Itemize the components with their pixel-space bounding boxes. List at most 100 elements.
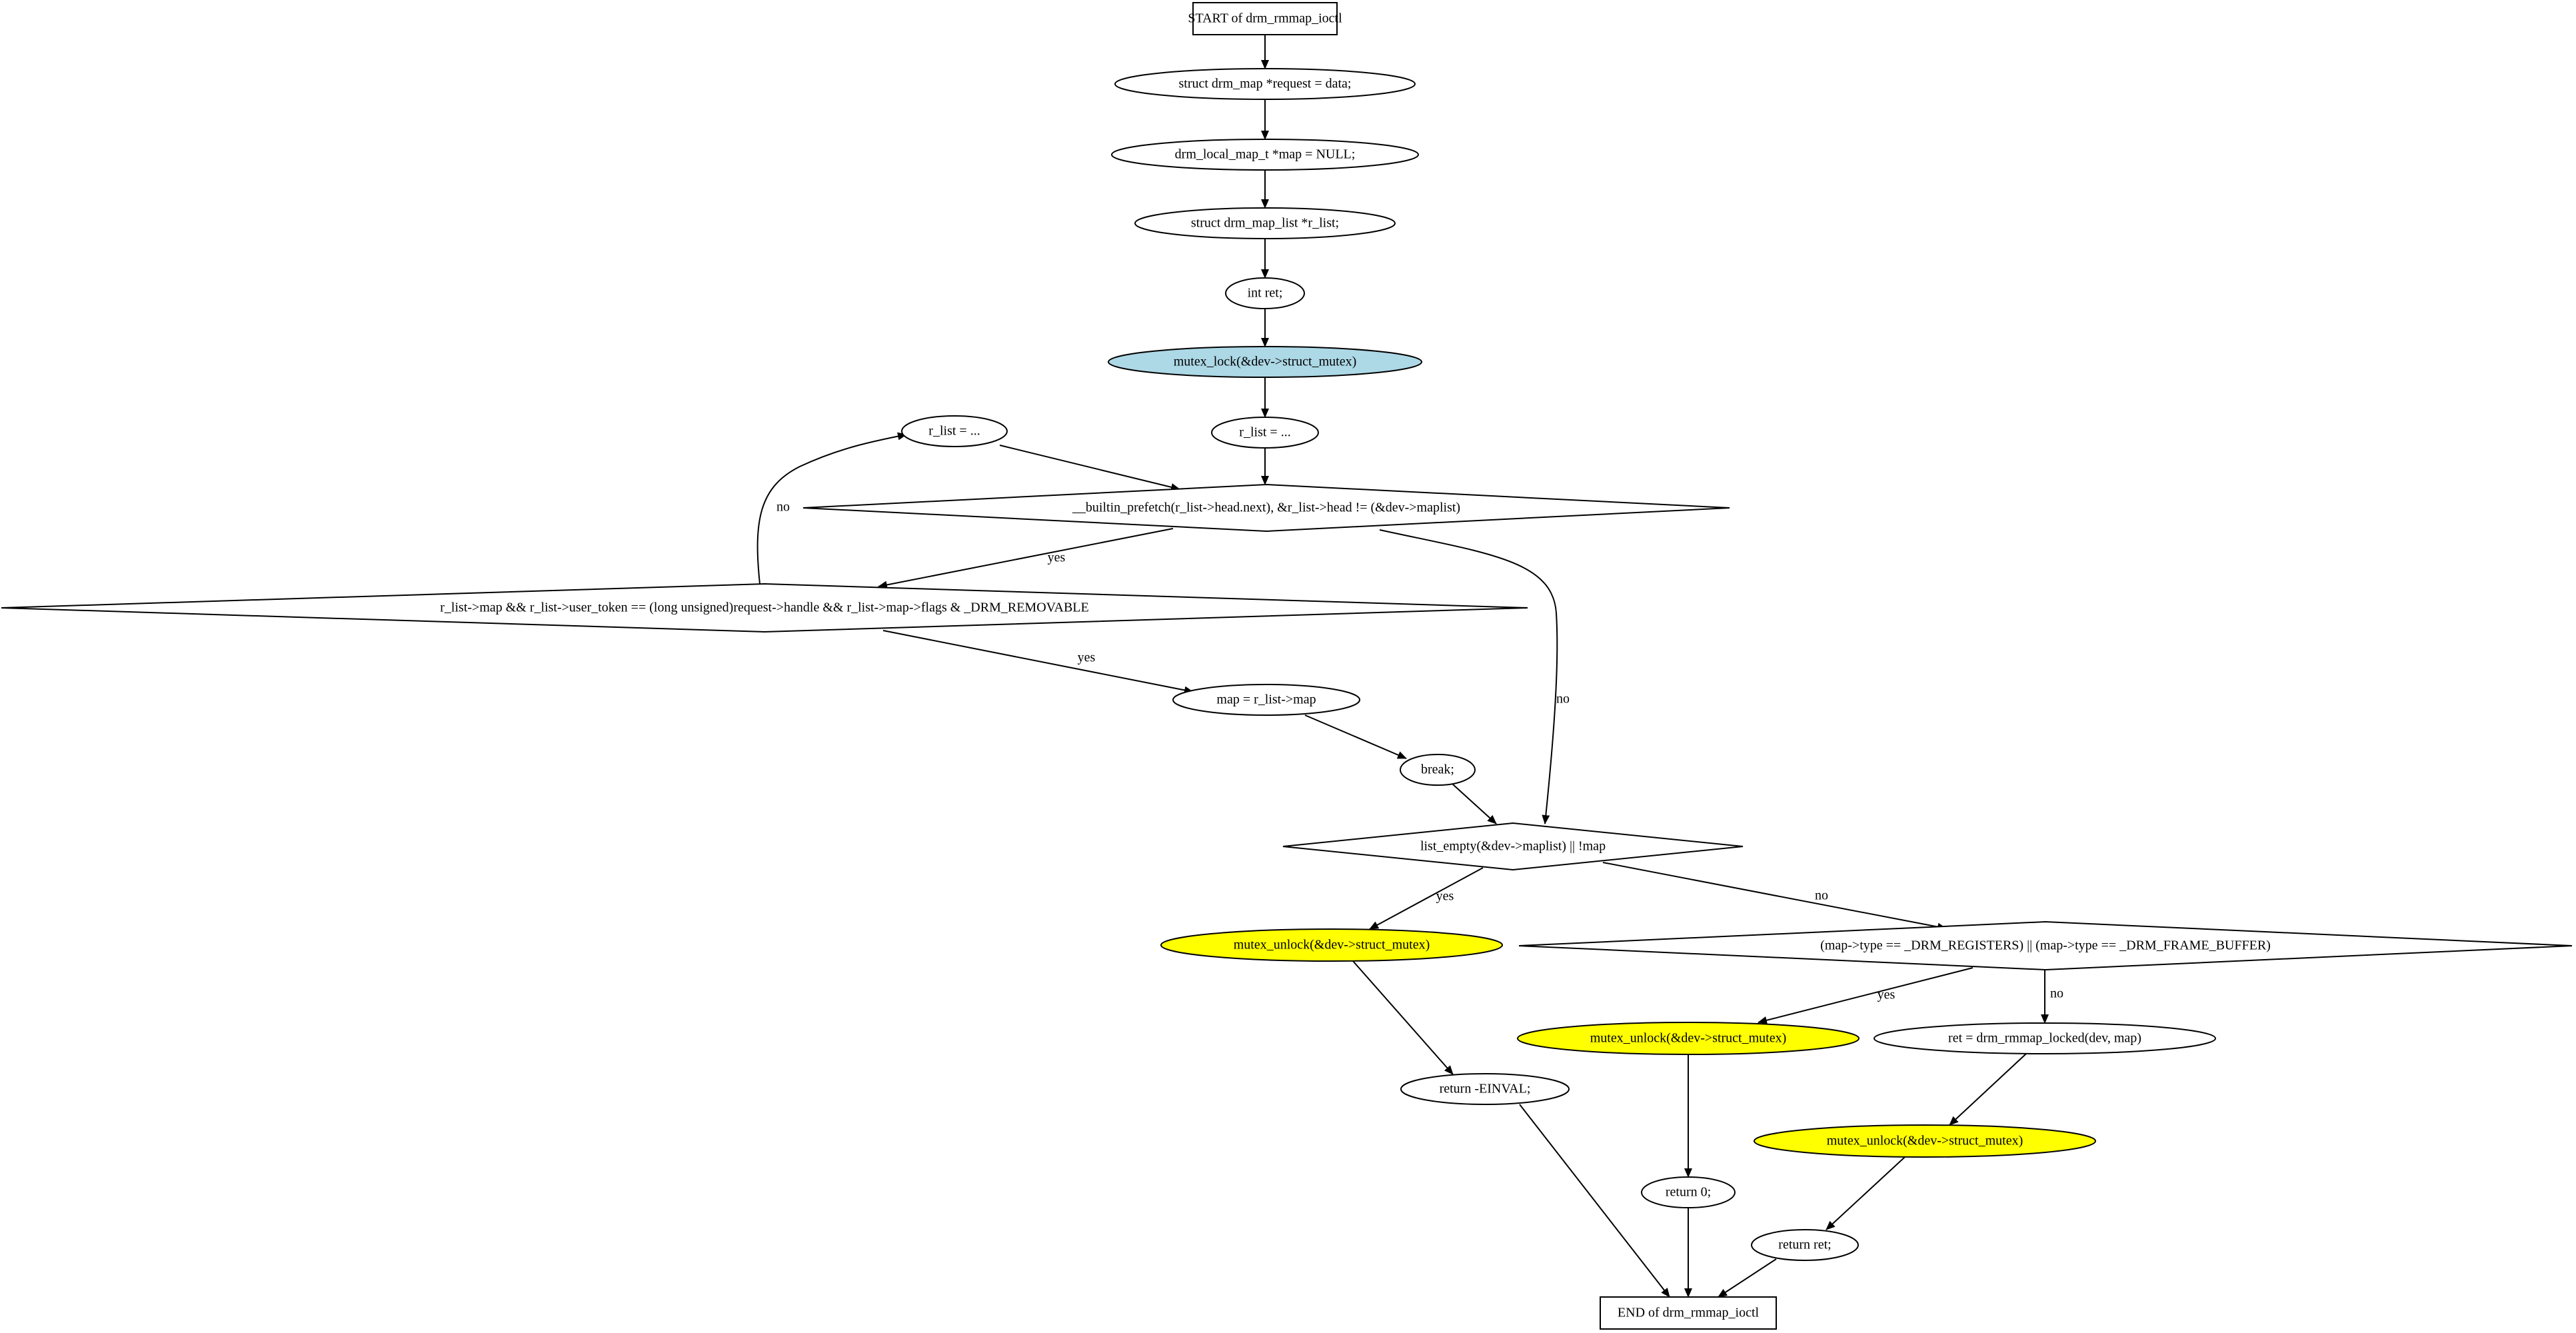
node-shape-ellipse <box>1754 1124 2096 1158</box>
edge-einval-to-end <box>1519 1104 1670 1298</box>
node-start: START of drm_rmmap_ioctl <box>1188 2 1342 35</box>
edge-type-to-unlock2: yes <box>1758 967 1973 1024</box>
node-shape-ellipse <box>1114 68 1416 100</box>
node-assign: map = r_list->map <box>1172 684 1360 716</box>
edge-unlock1-to-einval <box>1352 960 1454 1075</box>
node-brk: break; <box>1400 754 1476 786</box>
edge-cond-to-rl_next: no <box>756 432 907 585</box>
edge-cond-to-assign: yes <box>882 630 1194 694</box>
node-shape-ellipse <box>1517 1022 1860 1055</box>
node-label: ret = drm_rmmap_locked(dev, map) <box>1948 1031 2141 1046</box>
edge-line <box>1452 784 1497 824</box>
edge-loop-to-cond: yes <box>878 528 1174 589</box>
node-n2: drm_local_map_t *map = NULL; <box>1111 139 1419 171</box>
node-shape-box <box>1600 1296 1777 1330</box>
node-label: return ret; <box>1778 1238 1831 1252</box>
edge-line <box>882 630 1194 694</box>
node-label: mutex_unlock(&dev->struct_mutex) <box>1590 1031 1787 1046</box>
edge-line <box>1826 1156 1906 1230</box>
node-rl_init: r_list = ... <box>1211 417 1319 449</box>
node-label: mutex_lock(&dev->struct_mutex) <box>1174 355 1357 369</box>
node-label: START of drm_rmmap_ioctl <box>1188 11 1342 26</box>
node-label: drm_local_map_t *map = NULL; <box>1175 147 1356 162</box>
node-label: return -EINVAL; <box>1440 1082 1531 1096</box>
node-shape-diamond <box>1518 920 2573 971</box>
node-shape-ellipse <box>1641 1176 1736 1208</box>
node-shape-ellipse <box>1108 346 1422 378</box>
node-unlock3: mutex_unlock(&dev->struct_mutex) <box>1754 1124 2096 1158</box>
node-cond: r_list->map && r_list->user_token == (lo… <box>1 583 1528 633</box>
edge-label: yes <box>1436 889 1454 904</box>
node-label: __builtin_prefetch(r_list->head.next), &… <box>1072 501 1460 515</box>
edge-loop-to-empty: no <box>1379 529 1570 824</box>
node-call: ret = drm_rmmap_locked(dev, map) <box>1874 1022 2216 1054</box>
edge-line <box>1758 967 1973 1024</box>
node-unlock2: mutex_unlock(&dev->struct_mutex) <box>1517 1022 1860 1055</box>
node-label: return 0; <box>1666 1185 1711 1200</box>
edge-line <box>878 528 1174 589</box>
node-n1: struct drm_map *request = data; <box>1114 68 1416 100</box>
node-shape-ellipse <box>1111 139 1419 171</box>
node-empty: list_empty(&dev->maplist) || !map <box>1282 822 1744 871</box>
node-shape-ellipse <box>1134 207 1396 239</box>
node-ret0: return 0; <box>1641 1176 1736 1208</box>
edge-label: no <box>1556 692 1570 706</box>
node-label: r_list = ... <box>1239 425 1290 440</box>
edge-line <box>999 445 1180 491</box>
edge-call-to-unlock3 <box>1949 1053 2027 1126</box>
edge-line <box>1352 960 1454 1075</box>
node-label: map = r_list->map <box>1216 692 1316 707</box>
edge-label: yes <box>1078 651 1096 665</box>
edge-type-to-call: no <box>2041 970 2063 1024</box>
node-label: int ret; <box>1248 286 1283 301</box>
node-shape-diamond <box>1 583 1528 633</box>
node-shape-diamond <box>1282 822 1744 871</box>
node-label: struct drm_map_list *r_list; <box>1191 216 1339 231</box>
edge-retret-to-end <box>1718 1258 1777 1298</box>
edge-label: yes <box>1878 988 1896 1002</box>
node-n4: int ret; <box>1225 277 1305 309</box>
edge-line <box>1602 862 1947 931</box>
node-label: list_empty(&dev->maplist) || !map <box>1420 839 1606 854</box>
node-shape-ellipse <box>1225 277 1305 309</box>
node-type: (map->type == _DRM_REGISTERS) || (map->t… <box>1518 920 2573 971</box>
edge-line <box>756 432 907 585</box>
node-rl_next: r_list = ... <box>901 415 1008 447</box>
node-loop: __builtin_prefetch(r_list->head.next), &… <box>802 483 1730 533</box>
node-shape-box <box>1192 2 1338 35</box>
node-unlock1: mutex_unlock(&dev->struct_mutex) <box>1160 928 1503 962</box>
edge-rl_next-to-loop <box>999 445 1180 491</box>
node-lock: mutex_lock(&dev->struct_mutex) <box>1108 346 1422 378</box>
edge-line <box>1718 1258 1777 1298</box>
node-label: struct drm_map *request = data; <box>1179 77 1352 91</box>
node-retret: return ret; <box>1751 1229 1859 1261</box>
node-shape-ellipse <box>1400 754 1476 786</box>
edge-line <box>1379 529 1558 824</box>
node-shape-ellipse <box>1160 928 1503 962</box>
edge-assign-to-brk <box>1304 714 1407 759</box>
node-label: mutex_unlock(&dev->struct_mutex) <box>1234 938 1430 952</box>
node-shape-diamond <box>802 483 1730 533</box>
node-label: break; <box>1421 762 1454 777</box>
node-shape-ellipse <box>1751 1229 1859 1261</box>
node-shape-ellipse <box>901 415 1008 447</box>
edge-line <box>1949 1053 2027 1126</box>
node-label: (map->type == _DRM_REGISTERS) || (map->t… <box>1820 938 2271 953</box>
node-label: r_list->map && r_list->user_token == (lo… <box>440 601 1088 615</box>
edge-empty-to-unlock1: yes <box>1369 867 1484 930</box>
edge-line <box>1519 1104 1670 1298</box>
node-label: r_list = ... <box>928 424 980 439</box>
edge-brk-to-empty <box>1452 784 1497 824</box>
node-einval: return -EINVAL; <box>1400 1073 1570 1105</box>
edge-label: no <box>1815 888 1828 903</box>
node-shape-ellipse <box>1211 417 1319 449</box>
edge-label: no <box>776 500 790 515</box>
node-shape-ellipse <box>1400 1073 1570 1105</box>
node-shape-ellipse <box>1172 684 1360 716</box>
edge-unlock3-to-retret <box>1826 1156 1906 1230</box>
node-label: mutex_unlock(&dev->struct_mutex) <box>1827 1134 2023 1148</box>
edge-label: no <box>2050 986 2063 1001</box>
node-n3: struct drm_map_list *r_list; <box>1134 207 1396 239</box>
